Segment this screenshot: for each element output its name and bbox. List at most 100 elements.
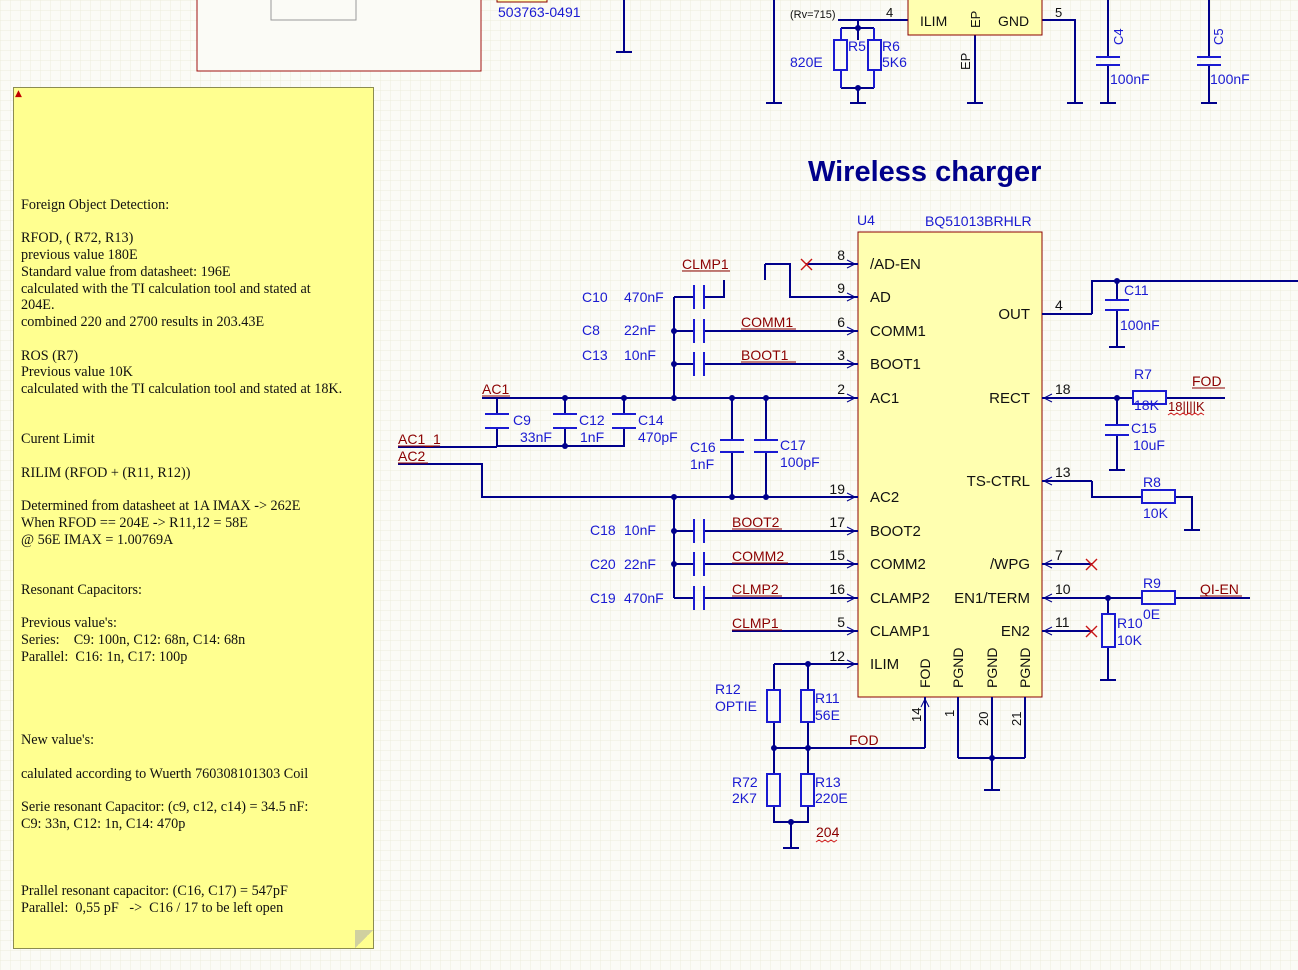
ic-pin-clamp2: CLAMP2	[870, 590, 930, 607]
ic-pin-fod: FOD	[917, 658, 933, 688]
ic-pin-clamp1: CLAMP1	[870, 623, 930, 640]
c14-value: 470pF	[638, 429, 678, 445]
no-connect-wpg	[1085, 558, 1098, 571]
c5-ref: C5	[1211, 28, 1226, 45]
ic-pin-ilim: ILIM	[870, 656, 899, 673]
r6-value: 5K6	[882, 54, 907, 70]
note-line: Previous value 10K	[21, 364, 133, 381]
net-ac2: AC2	[398, 448, 425, 464]
note-line: When RFOD == 204E -> R11,12 = 58E	[21, 514, 248, 531]
net-qi-en: QI-EN	[1200, 581, 1239, 597]
note-line: Parallel: C16: 1n, C17: 100p	[21, 648, 188, 665]
c15-value: 10uF	[1133, 437, 1165, 453]
note-line: Series: C9: 100n, C12: 68n, C14: 68n	[21, 631, 246, 648]
net-204: 204	[816, 824, 840, 840]
c13-ref: C13	[582, 347, 608, 363]
ic-pin-num-17: 17	[829, 514, 845, 530]
note-line: previous value 180E	[21, 247, 138, 264]
rv-note: (Rv=715)	[790, 9, 836, 21]
cap-c15-symbol	[1105, 424, 1129, 436]
r11-ref: R11	[815, 690, 840, 706]
c10-ref: C10	[582, 289, 608, 305]
c12-ref: C12	[579, 412, 605, 428]
ic-pin-num-5: 5	[837, 614, 845, 630]
ic-pin-pgnd-1: PGND	[950, 648, 966, 688]
reg-pin-gnd: GND	[998, 13, 1029, 29]
note-line: calculated with the TI calculation tool …	[21, 381, 343, 398]
ic-pin-ts-ctrl: TS-CTRL	[967, 473, 1030, 490]
note-line: 204E.	[21, 297, 55, 314]
note-line: Determined from datasheet at 1A IMAX -> …	[21, 498, 301, 515]
note-line: @ 56E IMAX = 1.00769A	[21, 531, 174, 548]
cap-c13-symbol	[693, 352, 705, 376]
net-clmp1-bottom: CLMP1	[732, 615, 779, 631]
cap-c20-symbol	[693, 552, 705, 576]
c17-ref: C17	[780, 437, 806, 453]
ic-pin-num-13: 13	[1055, 464, 1071, 480]
res-r72-symbol	[766, 773, 781, 807]
c8-ref: C8	[582, 322, 600, 338]
c20-value: 22nF	[624, 556, 656, 572]
ic-pin-num-10: 10	[1055, 581, 1071, 597]
res-r9-symbol	[1141, 590, 1176, 605]
ic-u4-body[interactable]	[857, 231, 1043, 698]
c10-value: 470nF	[624, 289, 664, 305]
c4-ref: C4	[1111, 28, 1126, 45]
warning-icon: ▲	[15, 89, 22, 99]
top-connector-box	[196, 0, 482, 72]
r6-ref: R6	[882, 38, 900, 54]
c14-ref: C14	[638, 412, 664, 428]
note-fold-corner	[355, 930, 373, 948]
ic-pin-num-4: 4	[1055, 297, 1063, 313]
res-r10-symbol	[1101, 613, 1116, 648]
cap-c10-symbol	[693, 285, 705, 309]
cap-c14-symbol	[612, 413, 636, 429]
reg-pin-ep: EP	[958, 53, 973, 70]
res-r12-symbol	[766, 689, 781, 723]
r72-ref: R72	[732, 774, 758, 790]
design-note[interactable]: ▲ Foreign Object Detection:RFOD, ( R72, …	[13, 87, 374, 949]
note-line: RILIM (RFOD + (R11, R12))	[21, 464, 191, 481]
ic-pin-num-8: 8	[837, 247, 845, 263]
c13-value: 10nF	[624, 347, 656, 363]
c19-value: 470nF	[624, 590, 664, 606]
ic-pin-ac1: AC1	[870, 390, 899, 407]
c11-ref: C11	[1124, 282, 1149, 298]
r7-value: 18K	[1134, 397, 1160, 413]
res-r7-symbol	[1132, 390, 1167, 405]
c4-value: 100nF	[1110, 71, 1150, 87]
c17-value: 100pF	[780, 454, 820, 470]
ic-pin-en1-term: EN1/TERM	[954, 590, 1030, 607]
connector-part-label: 503763-0491	[498, 4, 581, 20]
ic-pin-num-1: 1	[942, 710, 957, 717]
reg-pin-ilim: ILIM	[920, 13, 947, 29]
r8-ref: R8	[1143, 474, 1161, 490]
top-regulator	[907, 0, 1043, 36]
cap-c16-symbol	[720, 439, 744, 453]
ic-ref: U4	[857, 212, 875, 228]
r8-value: 10K	[1143, 505, 1169, 521]
ic-pin-boot2: BOOT2	[870, 523, 921, 540]
c9-ref: C9	[513, 412, 531, 428]
ic-pin-comm1: COMM1	[870, 323, 926, 340]
cap-c11-symbol	[1105, 299, 1129, 311]
ic-pin-boot1: BOOT1	[870, 356, 921, 373]
r10-value: 10K	[1117, 632, 1143, 648]
note-line: ROS (R7)	[21, 347, 79, 364]
r5-value: 820E	[790, 54, 823, 70]
note-line: New value's:	[21, 732, 95, 749]
ic-pin-pgnd-20: PGND	[984, 648, 1000, 688]
c9-value: 33nF	[520, 429, 552, 445]
c18-value: 10nF	[624, 522, 656, 538]
no-connect-ad-en	[800, 258, 813, 271]
ic-pin-rect: RECT	[989, 390, 1030, 407]
r13-ref: R13	[815, 774, 841, 790]
res-r13-symbol	[800, 773, 815, 807]
reg-pin-num-5: 5	[1055, 5, 1062, 20]
net-clmp2: CLMP2	[732, 581, 779, 597]
c18-ref: C18	[590, 522, 616, 538]
ic-pin-num-15: 15	[829, 547, 845, 563]
r13-value: 220E	[815, 790, 848, 806]
ic-pin-num-9: 9	[837, 280, 845, 296]
net-comm1: COMM1	[741, 314, 793, 330]
